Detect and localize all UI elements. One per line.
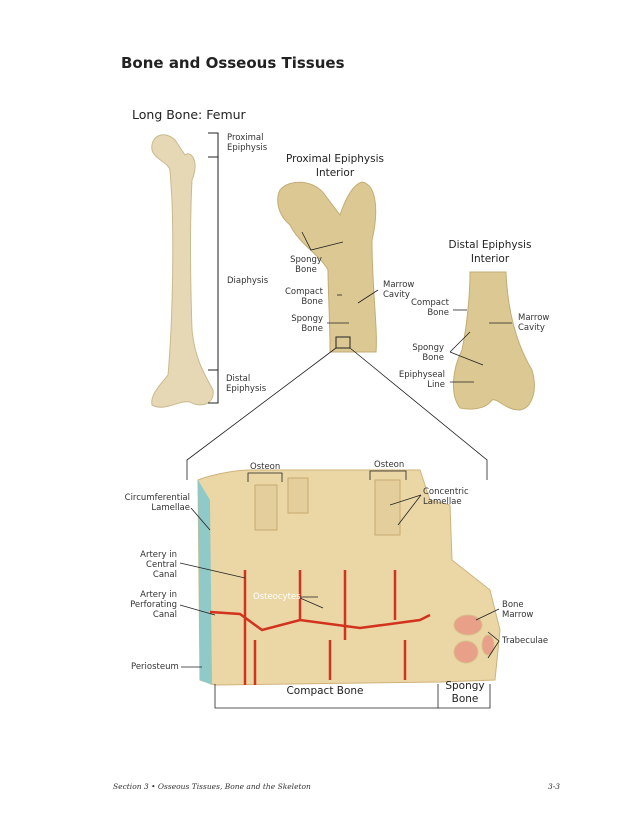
label-compact-bone: Compact Bone — [410, 298, 449, 318]
label-circumferential-lamellae: Circumferential Lamellae — [124, 493, 190, 513]
page-number: 3-3 — [548, 782, 561, 791]
trabeculae-marrow — [453, 614, 495, 664]
zoom-lines — [186, 347, 488, 480]
label-trabeculae: Trabeculae — [502, 636, 549, 646]
leader-lines — [301, 231, 512, 383]
label-concentric-lamellae: Concentric Lamellae — [423, 487, 469, 507]
page-title: Bone and Osseous Tissues — [121, 54, 345, 72]
label-compact-bone: Compact Bone — [284, 287, 323, 307]
label-osteon: Osteon — [374, 460, 405, 470]
label-spongy-bone-region: Spongy Bone — [445, 680, 485, 705]
label-spongy-bone: Spongy Bone — [291, 314, 323, 334]
footer-section: Section 3 • Osseous Tissues, Bone and th… — [113, 782, 311, 791]
proximal-interior-image — [277, 181, 377, 353]
osteon-model — [374, 479, 401, 536]
label-compact-bone-region: Compact Bone — [286, 685, 364, 697]
femur-image — [151, 134, 214, 408]
femur-title: Long Bone: Femur — [132, 107, 246, 122]
label-spongy-bone: Spongy Bone — [412, 343, 444, 363]
osteon-model — [254, 484, 278, 531]
label-bone-marrow: Bone Marrow — [502, 600, 534, 620]
label-distal-epiphysis: Distal Epiphysis — [226, 374, 267, 394]
label-osteon: Osteon — [250, 462, 281, 472]
label-marrow-cavity: Marrow Cavity — [383, 280, 415, 300]
distal-interior-title: Distal Epiphysis Interior — [448, 239, 532, 265]
label-marrow-cavity: Marrow Cavity — [518, 313, 550, 333]
label-diaphysis: Diaphysis — [227, 276, 269, 286]
label-proximal-epiphysis: Proximal Epiphysis — [227, 133, 268, 153]
arteries — [209, 570, 431, 685]
femur-bracket — [208, 132, 219, 404]
distal-interior-image — [453, 271, 535, 411]
label-spongy-bone: Spongy Bone — [290, 255, 322, 275]
label-osteocytes: Osteocytes — [253, 592, 301, 602]
label-artery-perforating-canal: Artery in Perforating Canal — [130, 590, 177, 620]
label-periosteum: Periosteum — [131, 662, 179, 672]
osteon-model — [287, 477, 309, 514]
proximal-interior-title: Proximal Epiphysis Interior — [286, 153, 384, 179]
label-artery-central-canal: Artery in Central Canal — [140, 550, 177, 580]
periosteum-layer — [198, 480, 212, 685]
block-leaders — [179, 470, 500, 709]
label-epiphyseal-line: Epiphyseal Line — [398, 370, 445, 390]
